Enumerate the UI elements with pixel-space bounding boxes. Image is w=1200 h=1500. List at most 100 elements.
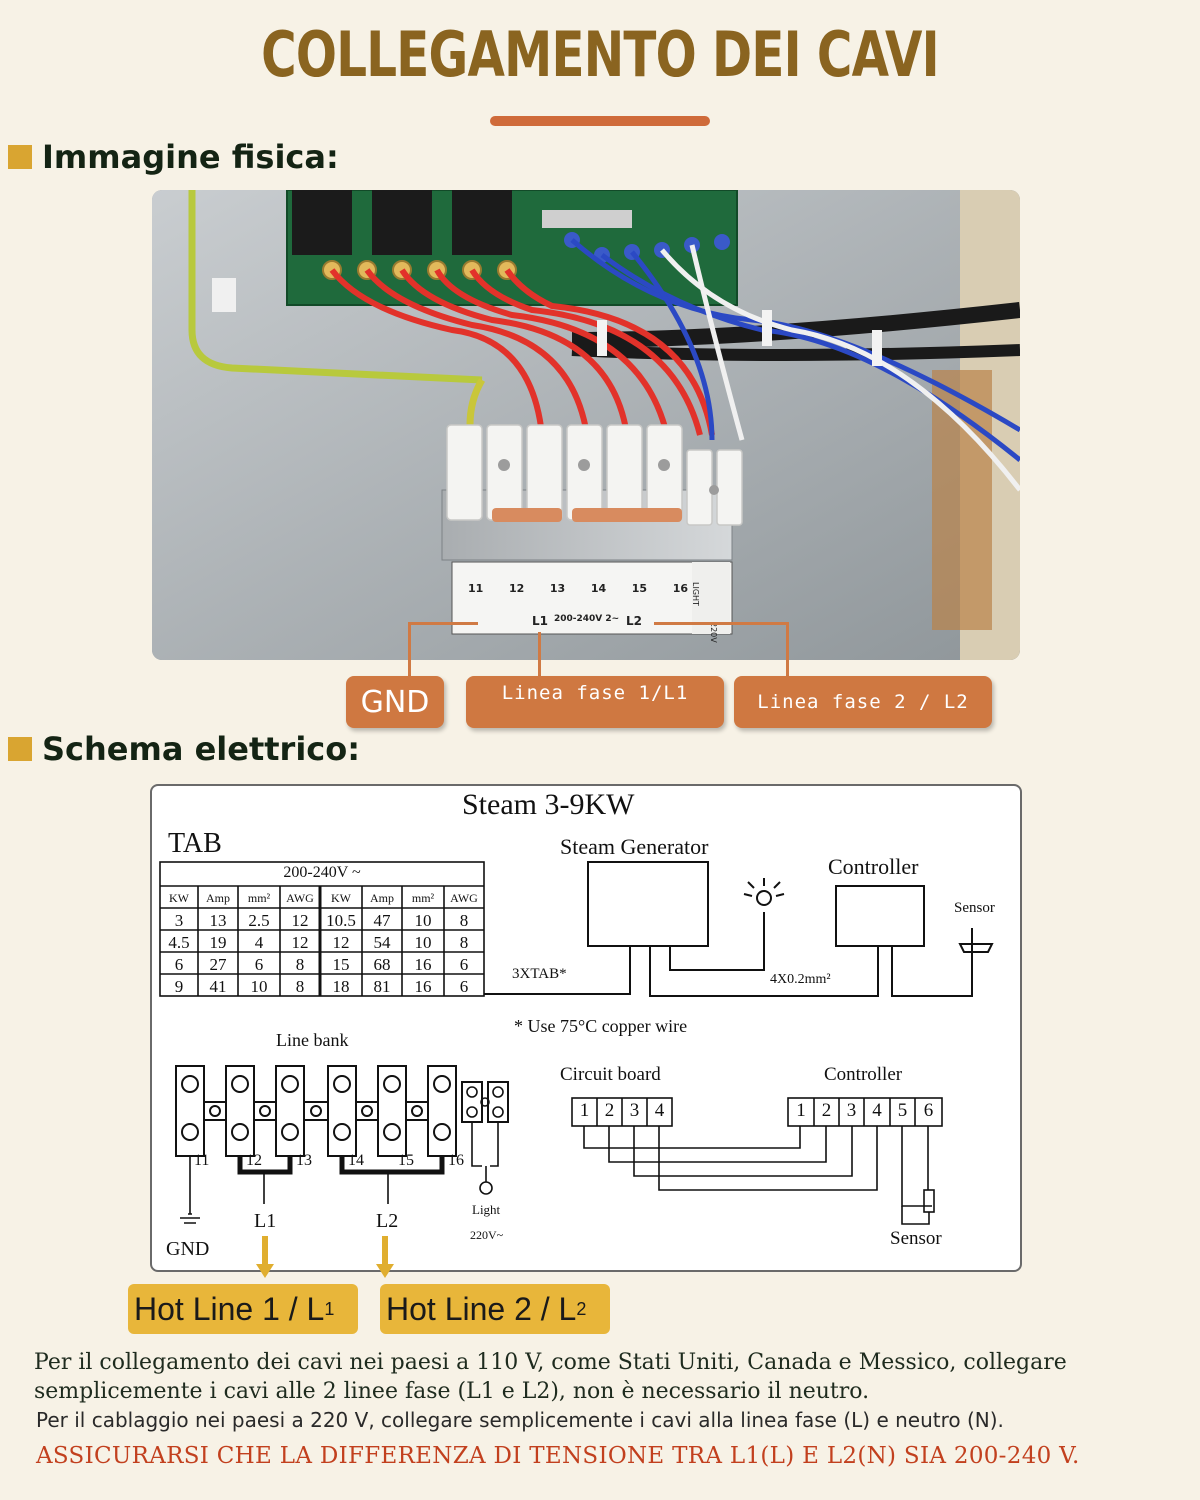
table-cell: 10 xyxy=(250,977,268,996)
table-cell: 8 xyxy=(459,933,469,952)
table-col-header: mm² xyxy=(247,891,271,905)
plate-terminal-15: 15 xyxy=(631,582,648,595)
wire-4x-label: 4X0.2mm² xyxy=(770,972,831,987)
table-cell: 4.5 xyxy=(168,933,190,952)
wire-3xtab-label: 3XTAB* xyxy=(512,966,567,982)
plate-terminal-11: 11 xyxy=(468,582,484,595)
circuit-pin: 1 xyxy=(579,1100,590,1121)
table-cell: 13 xyxy=(209,911,227,930)
light-label: Light xyxy=(472,1202,501,1217)
controller-pin: 1 xyxy=(796,1100,806,1121)
controller-pin: 2 xyxy=(821,1100,832,1121)
table-col-header: KW xyxy=(169,891,189,905)
table-header-row: KW Amp mm² AWG KW Amp mm² AWG xyxy=(160,888,484,910)
circuit-pin: 4 xyxy=(654,1100,665,1121)
sensor-bottom-label: Sensor xyxy=(890,1228,942,1249)
hot-line-1-sub: 1 xyxy=(324,1298,335,1319)
table-cell: 8 xyxy=(459,911,469,930)
hot-line-1-text: Hot Line 1 / L xyxy=(134,1290,325,1327)
table-cell: 10 xyxy=(414,933,432,952)
hot-line-arrows xyxy=(256,1236,394,1278)
plate-l1-label: L1 xyxy=(532,614,548,628)
section-physical-heading: Immagine fisica: xyxy=(8,138,339,176)
controller-top-label: Controller xyxy=(828,854,919,879)
plate-l2-label: L2 xyxy=(626,614,642,628)
note-paragraph-2: Per il cablaggio nei paesi a 220 V, coll… xyxy=(36,1408,1004,1432)
table-col-header: KW xyxy=(331,891,351,905)
sensor-top-label: Sensor xyxy=(954,900,995,916)
gnd-callout-text: GND xyxy=(360,684,430,720)
table-cell: 6 xyxy=(459,977,469,996)
light-voltage-label: 220V~ xyxy=(470,1228,504,1242)
note-line-1: Per il collegamento dei cavi nei paesi a… xyxy=(34,1350,1067,1375)
circuit-board-pins: 1 2 3 4 xyxy=(572,1100,672,1122)
plate-terminal-12: 12 xyxy=(508,582,525,595)
diagram-title: Steam 3-9KW xyxy=(462,788,635,821)
diagram-lines xyxy=(159,861,994,1225)
page-title: COLLEGAMENTO DEI CAVI xyxy=(261,18,939,91)
title-underline xyxy=(490,116,710,126)
section-physical-label: Immagine fisica: xyxy=(42,138,339,176)
l1-diagram-label: L1 xyxy=(254,1210,277,1232)
plate-220-label: 220V xyxy=(709,622,718,643)
section-schematic-label: Schema elettrico: xyxy=(42,730,361,768)
l1-callout-text: Linea fase 1/L1 xyxy=(501,682,689,704)
table-col-header: Amp xyxy=(206,891,230,905)
steam-generator-label: Steam Generator xyxy=(560,834,709,859)
table-cell: 8 xyxy=(295,955,305,974)
gnd-connector-line xyxy=(408,622,411,678)
table-col-header: mm² xyxy=(411,891,435,905)
l1-connector-line xyxy=(538,632,541,678)
terminal-13-label: 13 xyxy=(296,1152,312,1169)
table-cell: 6 xyxy=(459,955,469,974)
copper-note: * Use 75°C copper wire xyxy=(514,1016,688,1036)
terminal-12-label: 12 xyxy=(246,1152,262,1169)
section-bullet-icon xyxy=(8,145,32,169)
gnd-diagram-label: GND xyxy=(166,1238,210,1260)
gnd-connector-line-h xyxy=(408,622,478,625)
note-line-2: semplicemente i cavi alle 2 linee fase (… xyxy=(34,1379,870,1404)
l2-connector-line xyxy=(786,622,789,678)
table-cell: 6 xyxy=(174,955,184,974)
controller-pin: 6 xyxy=(923,1100,934,1121)
table-cell: 12 xyxy=(291,933,309,952)
table-col-header: Amp xyxy=(370,891,394,905)
table-cell: 68 xyxy=(373,955,391,974)
table-cell: 10.5 xyxy=(326,911,356,930)
table-cell: 6 xyxy=(254,955,264,974)
table-cell: 41 xyxy=(209,977,227,996)
table-cell: 19 xyxy=(209,933,227,952)
table-cell: 2.5 xyxy=(248,911,270,930)
plate-light-label: LIGHT xyxy=(691,582,700,606)
controller-pins: 1 2 3 4 5 6 xyxy=(788,1100,942,1122)
plate-terminal-13: 13 xyxy=(549,582,566,595)
controller-pin: 4 xyxy=(872,1100,882,1121)
terminal-16-label: 16 xyxy=(448,1152,464,1169)
table-cell: 15 xyxy=(332,955,350,974)
circuit-pin: 2 xyxy=(604,1100,615,1121)
table-cell: 16 xyxy=(414,955,432,974)
plate-terminal-16: 16 xyxy=(672,582,688,595)
table-cell: 16 xyxy=(414,977,432,996)
l2-callout: Linea fase 2 / L2 xyxy=(734,676,992,728)
terminal-11-label: 11 xyxy=(194,1152,210,1169)
wire-table: KW Amp mm² AWG KW Amp mm² AWG 3 13 2.5 12 10… xyxy=(160,888,484,998)
table-cell: 3 xyxy=(174,911,184,930)
photo-illustration xyxy=(152,190,1020,660)
table-cell: 27 xyxy=(209,955,227,974)
l2-diagram-label: L2 xyxy=(376,1210,399,1232)
table-cell: 54 xyxy=(373,933,391,952)
section-schematic-heading: Schema elettrico: xyxy=(8,730,360,768)
controller-bottom-label: Controller xyxy=(824,1064,903,1085)
physical-photo: 11 12 13 14 15 16 L1 200-240V 2~ L2 LIGH… xyxy=(152,190,1020,660)
table-col-header: AWG xyxy=(450,891,478,905)
plate-voltage-label: 200-240V 2~ xyxy=(554,614,620,624)
plate-terminal-14: 14 xyxy=(590,582,607,595)
table-cell: 10 xyxy=(414,911,432,930)
table-cell: 12 xyxy=(332,933,350,952)
